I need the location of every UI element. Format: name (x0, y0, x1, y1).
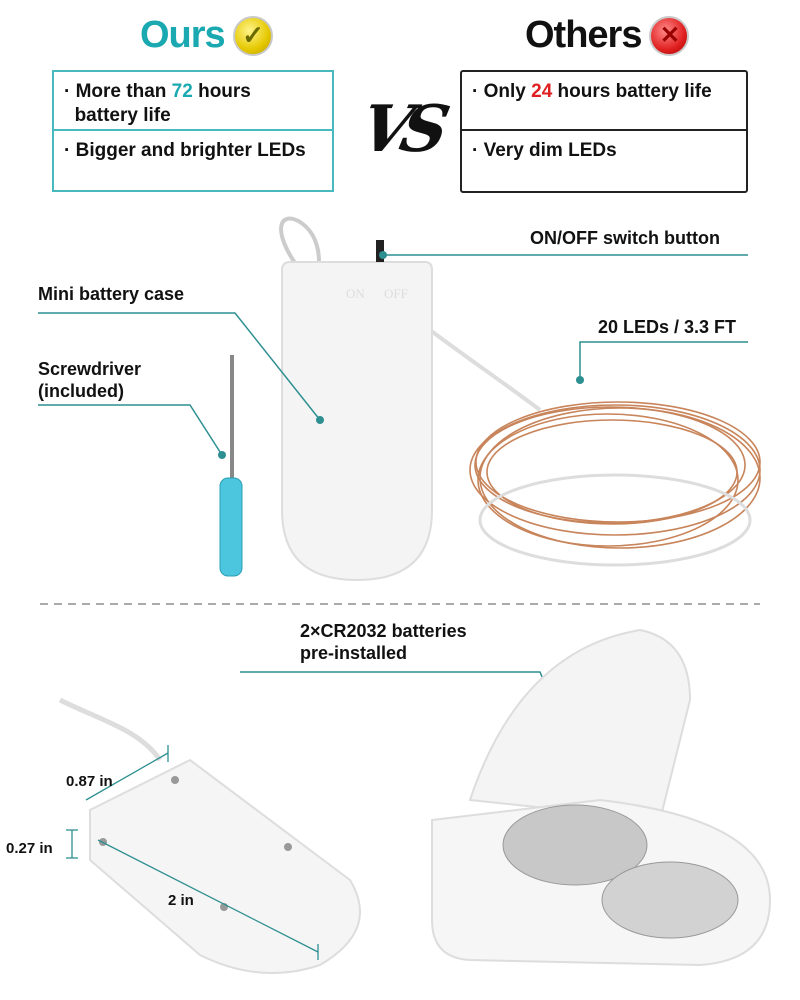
others-title: Others ✕ (525, 14, 690, 57)
others-item-battery: · Only 24 hours battery life (462, 72, 746, 131)
ours-title: Ours ✓ (140, 14, 273, 57)
others-box: · Only 24 hours battery life · Very dim … (460, 70, 748, 193)
switch-label: ON/OFF switch button (530, 228, 720, 248)
ours-title-text: Ours (140, 14, 226, 56)
others-item-leds: · Very dim LEDs (472, 140, 617, 161)
screwdriver-label: Screwdriver(included) (38, 359, 142, 401)
case-leader (38, 312, 321, 421)
case-label: Mini battery case (38, 284, 185, 304)
switch-image (376, 240, 384, 262)
leds-label: 20 LEDs / 3.3 FT (598, 317, 737, 337)
led-string-image (469, 401, 761, 567)
battery-1 (502, 804, 648, 886)
dimension-width: 0.87 in (66, 773, 113, 790)
x-icon: ✕ (649, 15, 690, 56)
check-icon: ✓ (232, 15, 273, 56)
leds-leader (579, 341, 748, 380)
open-case-image (431, 628, 772, 967)
others-title-text: Others (525, 14, 642, 56)
dimension-length: 2 in (168, 892, 194, 909)
ours-box: · More than 72 hours battery life · Bigg… (52, 70, 334, 192)
screwdriver-image (219, 355, 243, 577)
wire-loop (279, 216, 321, 272)
battery-case-image (281, 261, 433, 582)
screwdriver-leader (38, 404, 223, 456)
case-on-text: ON (346, 286, 365, 301)
case-off-text: OFF (384, 286, 408, 301)
closed-case-image (58, 697, 361, 974)
ours-item-leds: · Bigger and brighter LEDs (64, 140, 306, 161)
dimension-height: 0.27 in (6, 840, 53, 857)
ours-item-battery: · More than 72 hours battery life (54, 72, 332, 131)
battery-2 (601, 861, 739, 939)
